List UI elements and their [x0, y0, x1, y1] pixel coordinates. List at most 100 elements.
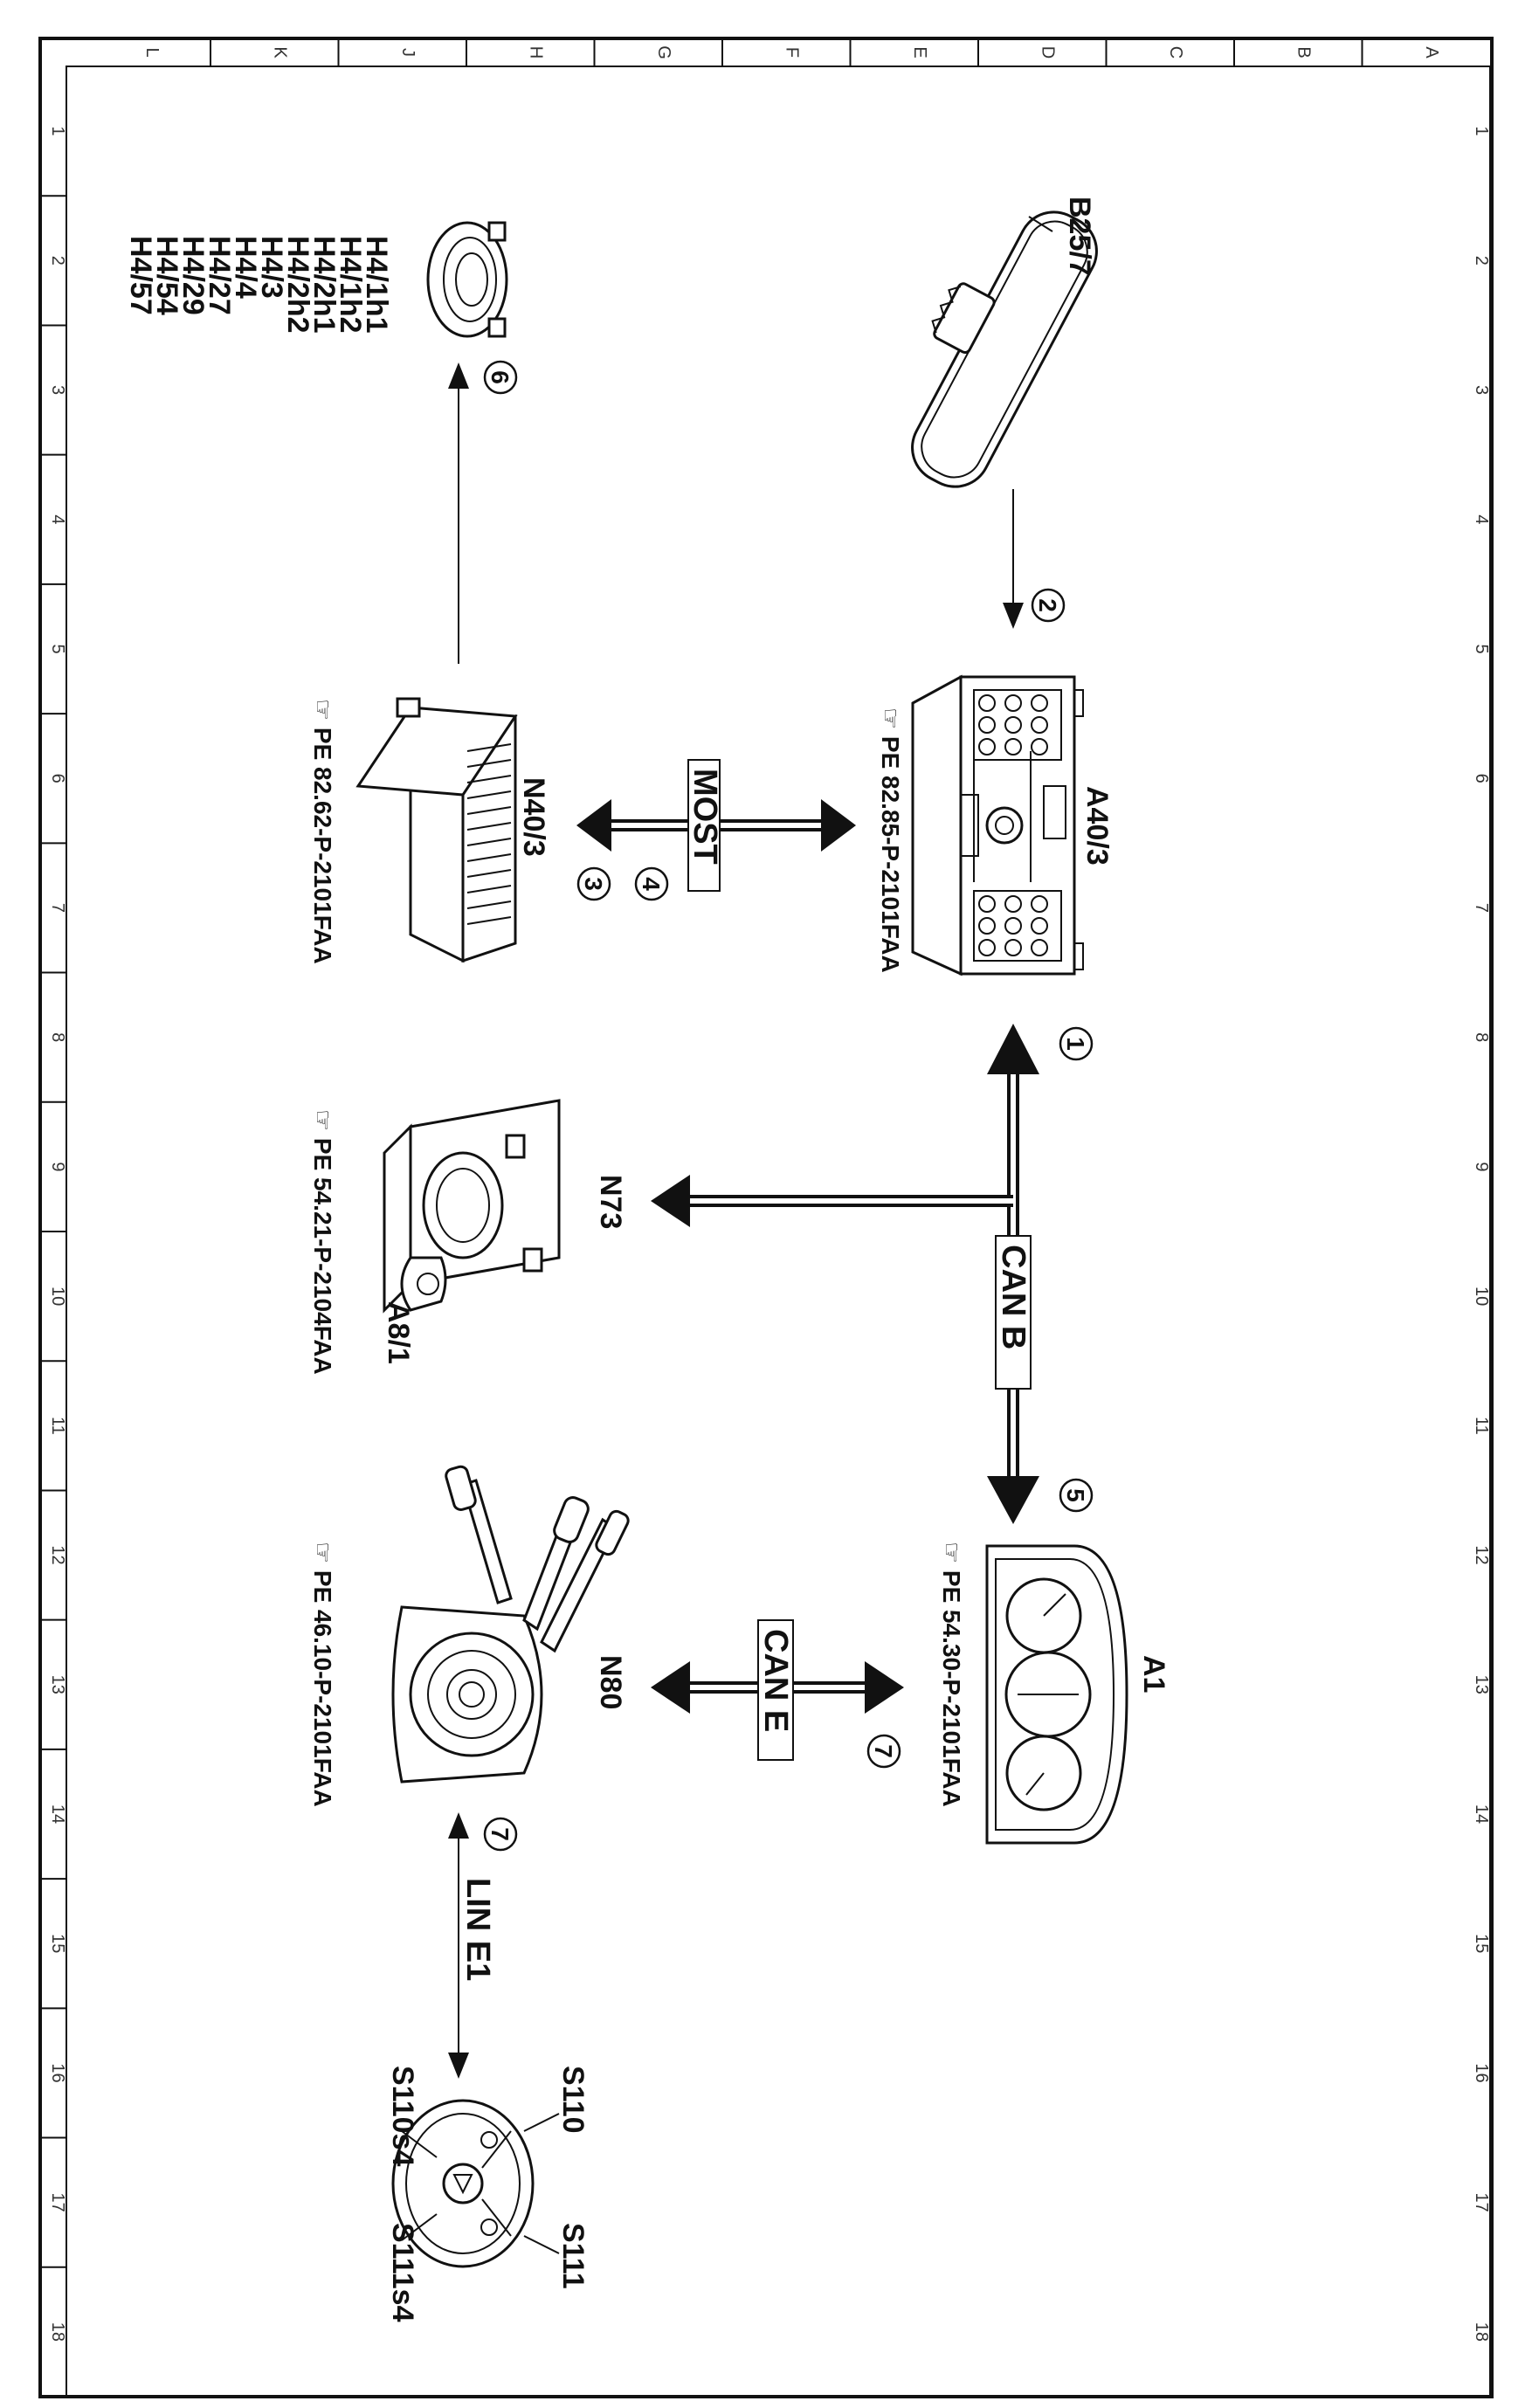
s111s4-label: S111s4	[386, 2223, 419, 2322]
n73-label: N73	[594, 1175, 627, 1229]
grid-row-left-13: 13	[48, 1675, 67, 1694]
bus-can-e: CAN E 7	[651, 1619, 904, 1769]
head-unit-icon	[911, 674, 1084, 976]
a1-ref: ☞ PE 54.30-P-2101FAA	[938, 1542, 965, 1807]
grid-row-right-13: 13	[1472, 1675, 1491, 1694]
grid-row-left-2: 2	[48, 256, 67, 266]
grid-row-right-5: 5	[1472, 644, 1491, 653]
bus-can-b: CAN B 1 5	[651, 1024, 1094, 1524]
grid-row-left-16: 16	[48, 2063, 67, 2082]
grid-row-right-18: 18	[1472, 2322, 1491, 2342]
grid-row-right-10: 10	[1472, 1287, 1491, 1306]
bus-lin-e1: LIN E1 7	[448, 1812, 518, 2079]
n80-label: N80	[594, 1655, 627, 1709]
grid-row-left-4: 4	[48, 514, 67, 524]
grid-row-left-18: 18	[48, 2322, 67, 2342]
n40-3-ref: ☞ PE 82.62-P-2101FAA	[309, 699, 336, 964]
grid-col-A: A	[1422, 46, 1441, 59]
grid-col-D: D	[1039, 46, 1058, 59]
grid-row-right-1: 1	[1472, 127, 1491, 136]
a40-3-ref: ☞ PE 82.85-P-2101FAA	[877, 707, 904, 973]
h4-speaker-8: H4/54	[150, 236, 183, 315]
callout-7b: 7	[487, 1827, 514, 1841]
n80-ref: ☞ PE 46.10-P-2101FAA	[309, 1542, 336, 1807]
grid-col-G: G	[654, 45, 673, 59]
instrument-cluster-icon	[985, 1544, 1128, 1845]
h4-speaker-3: H4/2h2	[281, 236, 314, 334]
can-e-label: CAN E	[757, 1629, 794, 1732]
grid-row-left-15: 15	[48, 1934, 67, 1953]
grid-row-right-4: 4	[1472, 514, 1491, 524]
grid-row-left-11: 11	[48, 1417, 67, 1435]
speaker-icon	[426, 221, 508, 338]
component-n80: N80 ☞ PE 46.10-P-2101FAA	[309, 1465, 630, 1807]
grid-row-right-2: 2	[1472, 256, 1491, 266]
ignition-switch-icon	[383, 1099, 561, 1314]
grid-row-left-7: 7	[48, 903, 67, 913]
grid-col-H: H	[527, 46, 546, 59]
grid-row-left-12: 12	[48, 1545, 67, 1564]
grid-row-right-15: 15	[1472, 1934, 1491, 1953]
grid-row-left-1: 1	[48, 127, 67, 136]
callout-4: 4	[638, 877, 665, 891]
can-b-label: CAN B	[995, 1245, 1032, 1349]
component-steering-wheel: S110 S111 S110s4 S111s4	[386, 2066, 590, 2322]
a8-1-label: A8/1	[382, 1301, 415, 1364]
b25-7-label: B25/7	[1063, 197, 1096, 276]
signal-arrow-2: 2	[1003, 489, 1066, 629]
grid-row-right-12: 12	[1472, 1545, 1491, 1564]
most-label: MOST	[687, 769, 723, 865]
grid-row-right-11: 11	[1472, 1417, 1491, 1435]
grid-row-left-9: 9	[48, 1162, 67, 1171]
callout-6: 6	[487, 370, 514, 384]
amplifier-icon	[355, 697, 518, 963]
grid-row-left-10: 10	[48, 1287, 67, 1306]
grid-row-left-5: 5	[48, 644, 67, 653]
steering-column-module-icon	[391, 1465, 630, 1784]
h4-speaker-7: H4/29	[176, 236, 210, 315]
a40-3-label: A40/3	[1080, 786, 1114, 866]
signal-arrow-6: 6	[448, 360, 518, 664]
sheet-border	[38, 37, 1494, 2398]
grid-col-L: L	[142, 47, 162, 57]
n40-3-label: N40/3	[517, 777, 550, 857]
grid-row-right-3: 3	[1472, 385, 1491, 395]
grid-col-C: C	[1166, 46, 1185, 59]
h4-speaker-list: H4/1h1H4/1h2H4/2h1H4/2h2H4/3H4/4H4/27H4/…	[124, 236, 393, 334]
grid-row-left-14: 14	[48, 1804, 67, 1824]
a1-label: A1	[1137, 1655, 1170, 1693]
h4-speaker-6: H4/27	[203, 236, 236, 315]
callout-3: 3	[580, 877, 607, 891]
callout-2: 2	[1034, 598, 1061, 612]
grid-row-right-14: 14	[1472, 1804, 1491, 1824]
grid-row-right-16: 16	[1472, 2063, 1491, 2082]
bus-most: MOST 4 3	[576, 759, 856, 901]
callout-5: 5	[1062, 1488, 1089, 1502]
grid-row-right-17: 17	[1472, 2193, 1491, 2212]
h4-speaker-0: H4/1h1	[360, 236, 393, 334]
steering-wheel-icon	[391, 2099, 560, 2268]
grid-col-F: F	[783, 47, 802, 58]
grid-row-right-9: 9	[1472, 1162, 1491, 1171]
grid-row-left-3: 3	[48, 385, 67, 395]
grid-row-right-8: 8	[1472, 1032, 1491, 1042]
component-n73: N73 A8/1 ☞ PE 54.21-P-2104FAA	[309, 1099, 627, 1375]
grid-row-right-7: 7	[1472, 903, 1491, 913]
h4-speaker-4: H4/3	[255, 236, 288, 299]
grid-col-B: B	[1294, 46, 1314, 58]
s110s4-label: S110s4	[386, 2066, 419, 2166]
s110-label: S110	[556, 2066, 590, 2134]
component-h4-speaker: H4/1h1H4/1h2H4/2h1H4/2h2H4/3H4/4H4/27H4/…	[124, 221, 508, 338]
h4-speaker-2: H4/2h1	[307, 236, 341, 334]
grid-col-K: K	[271, 46, 290, 59]
grid-col-E: E	[910, 46, 929, 58]
n73-ref: ☞ PE 54.21-P-2104FAA	[309, 1109, 336, 1375]
lin-e1-label: LIN E1	[459, 1878, 496, 1981]
h4-speaker-1: H4/1h2	[334, 236, 367, 334]
h4-speaker-5: H4/4	[229, 236, 262, 299]
component-n40-3: N40/3 ☞ PE 82.62-P-2101FAA	[309, 697, 550, 964]
grid-col-J: J	[398, 48, 418, 57]
